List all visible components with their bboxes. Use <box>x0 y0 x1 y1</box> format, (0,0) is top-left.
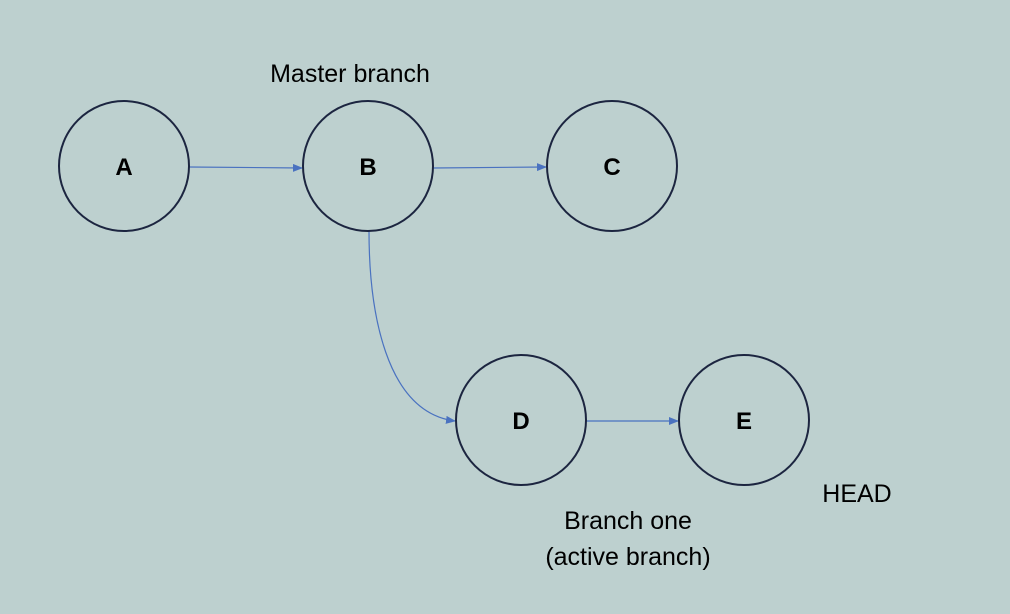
commit-node-b: B <box>302 100 434 232</box>
commit-label-b: B <box>359 154 376 181</box>
commit-label-c: C <box>603 154 620 181</box>
commit-node-d: D <box>455 354 587 486</box>
commit-label-e: E <box>736 408 752 435</box>
head-caption: HEAD <box>822 480 891 508</box>
edge-b-to-d <box>368 230 456 424</box>
commit-label-d: D <box>512 408 529 435</box>
commit-node-c: C <box>546 100 678 232</box>
master-branch-caption: Master branch <box>270 60 430 88</box>
commit-label-a: A <box>115 154 132 181</box>
edge-a-to-b <box>188 163 303 172</box>
active-branch-caption: (active branch) <box>545 543 710 571</box>
commit-node-a: A <box>58 100 190 232</box>
commit-node-e: E <box>678 354 810 486</box>
branch-one-caption: Branch one <box>564 507 692 535</box>
edge-b-to-c <box>432 163 547 172</box>
